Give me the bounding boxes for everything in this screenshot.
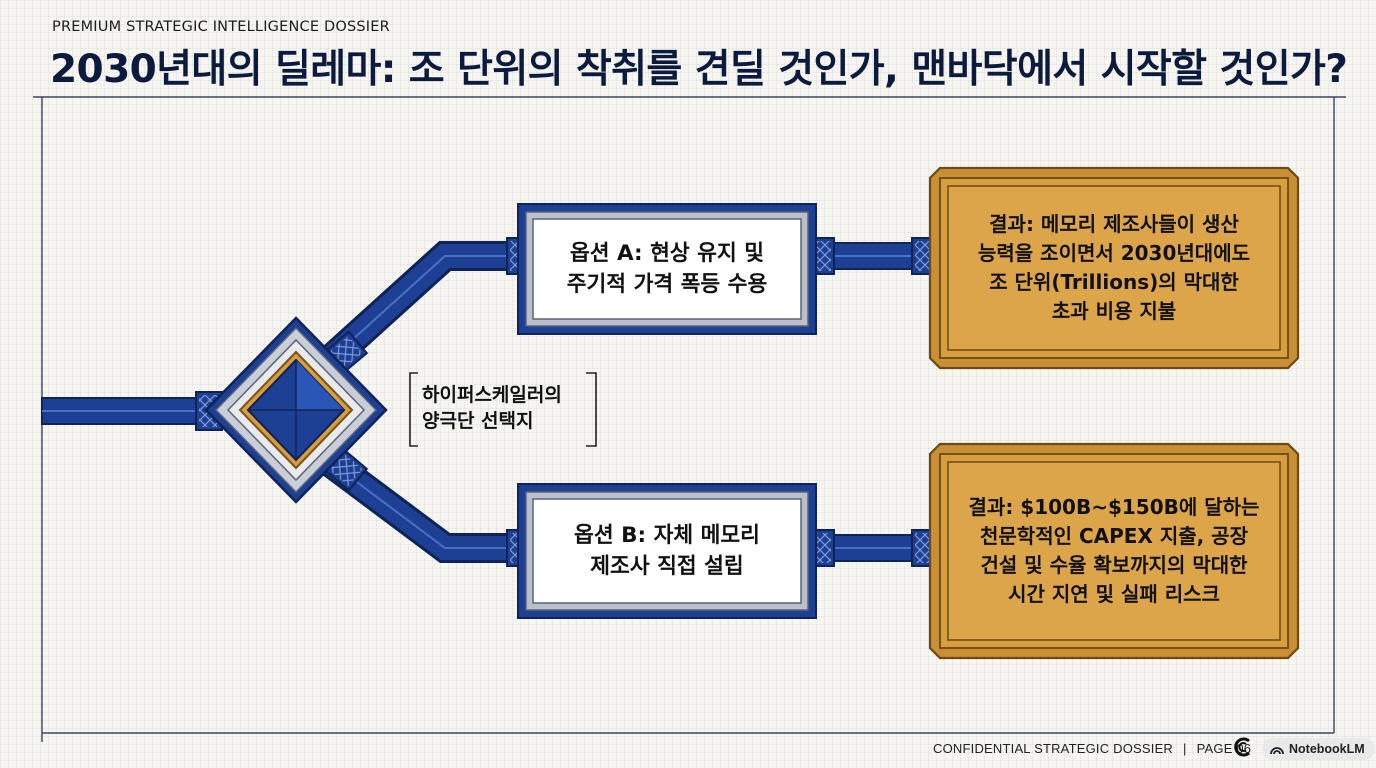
result-b-frame [928,442,1300,660]
footer: CONFIDENTIAL STRATEGIC DOSSIER|PAGE 06 [933,741,1251,756]
option-a-text: 옵션 A: 현상 유지 및 주기적 가격 폭등 수용 [566,240,768,297]
option-b-text: 옵션 B: 자체 메모리 제조사 직접 설립 [574,522,760,579]
pivot-label: 하이퍼스케일러의 양극단 선택지 [422,384,562,432]
footer-dossier-label: CONFIDENTIAL STRATEGIC DOSSIER [933,741,1174,756]
c-logo-icon [1234,737,1250,757]
notebooklm-badge[interactable]: NotebookLM [1262,738,1375,760]
result-a-text: 결과: 메모리 제조사들이 생산 능력을 조이면서 2030년대에도 조 단위(… [978,212,1250,323]
badge-label: NotebookLM [1289,742,1365,756]
pivot-diamond [204,316,388,504]
notebook-icon [1270,747,1284,755]
eyebrow-text: PREMIUM STRATEGIC INTELLIGENCE DOSSIER [52,19,390,35]
result-b-text: 결과: $100B~$150B에 달하는 천문학적인 CAPEX 지출, 공장 … [968,495,1260,606]
option-a-frame [517,203,817,335]
page-title: 2030년대의 딜레마: 조 단위의 착취를 견딜 것인가, 맨바닥에서 시작할… [50,47,1348,92]
footer-separator: | [1183,741,1187,756]
option-b-frame [517,483,817,619]
result-a-frame [928,166,1300,370]
label-bracket [409,372,597,447]
